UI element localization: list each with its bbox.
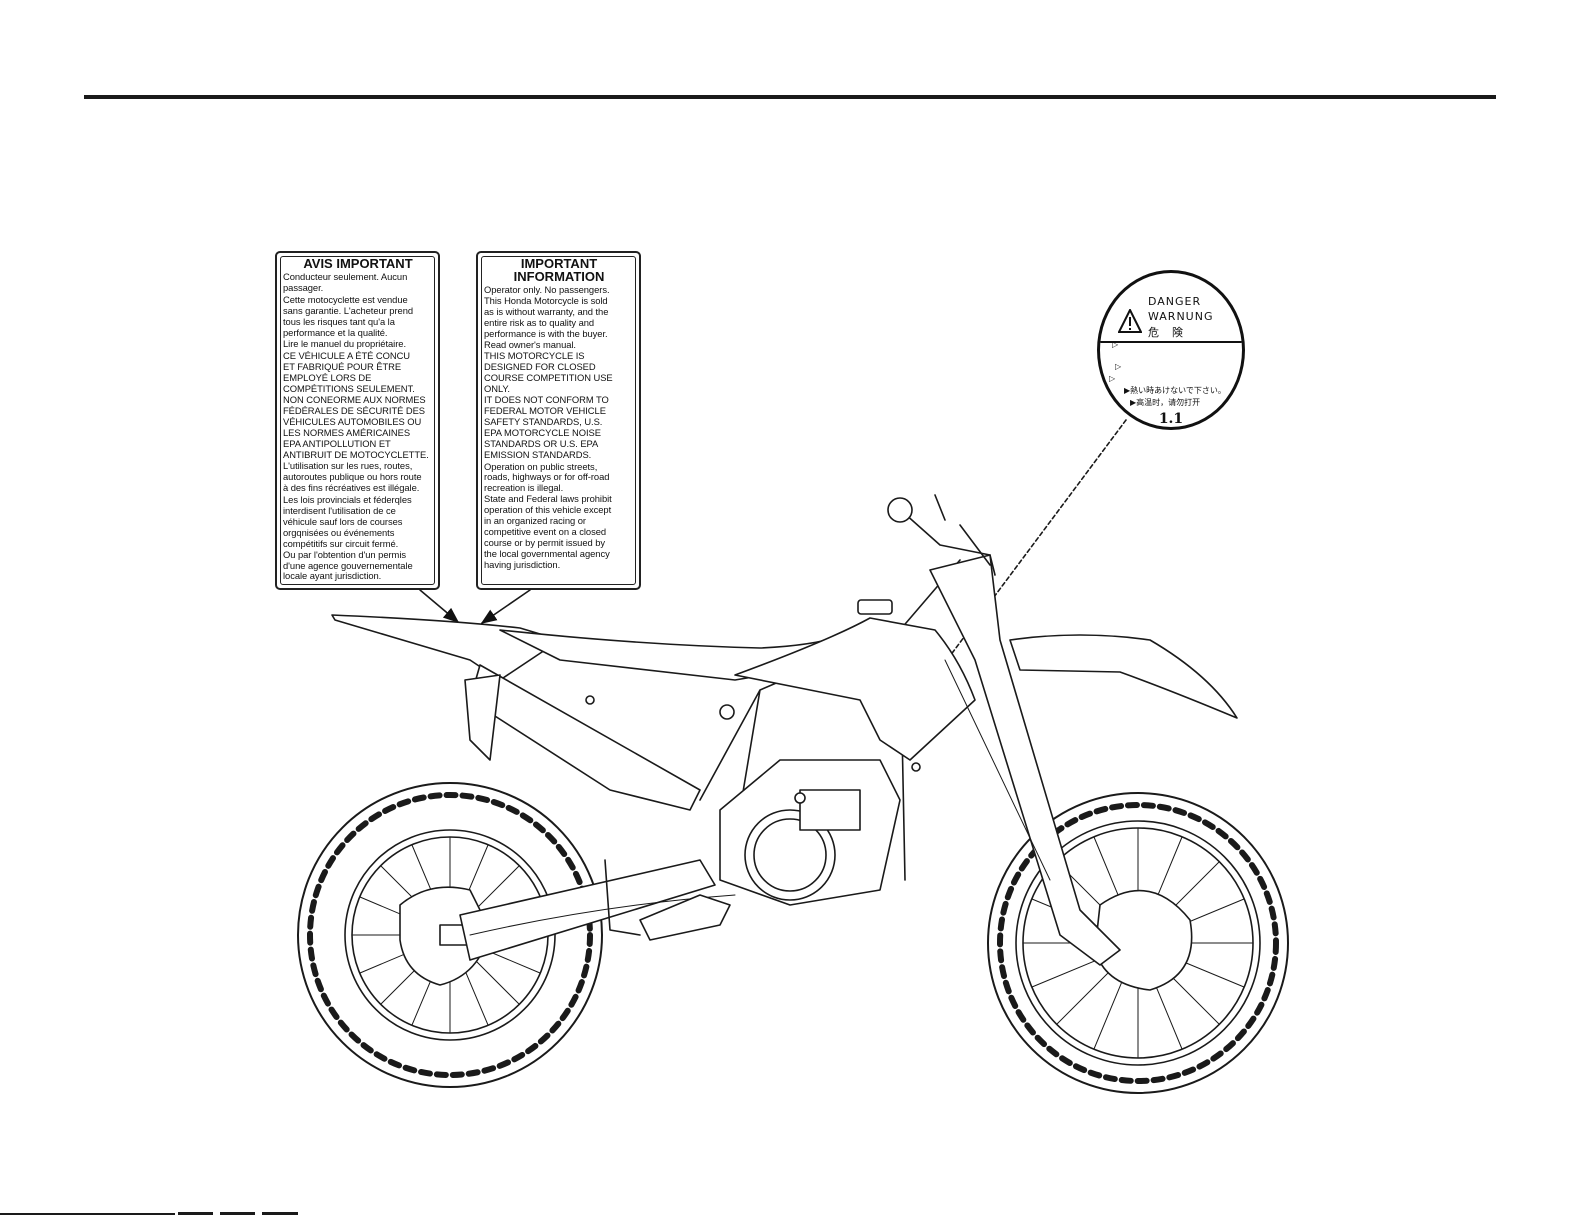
front-fork [929, 554, 1121, 966]
footer-mark [262, 1212, 298, 1215]
muffler [464, 674, 501, 761]
swingarm [459, 859, 716, 961]
label-paragraph: Conducteur seulement. Aucun passager. [283, 271, 408, 293]
handlebar-grip [887, 497, 913, 523]
leader-arrow [480, 589, 531, 624]
label-title: AVIS IMPORTANT [303, 256, 413, 271]
japanese-danger-word: 危 険 [1148, 326, 1184, 339]
side-number-plate [469, 664, 701, 811]
danger-word: DANGER [1148, 295, 1202, 308]
label-important-information: IMPORTANT INFORMATION Operator only. No … [476, 251, 641, 590]
danger-label: DANGER WARNUNG 危 険 ▷ ▷ ▷ ▶熱い時あけないで下さい。 ▶… [1097, 270, 1245, 430]
rear-wheel [297, 782, 603, 1088]
fuel-cap [857, 599, 893, 615]
label-paragraph: Cette motocyclette est vendue sans garan… [283, 293, 414, 338]
label-title: IMPORTANT INFORMATION [513, 256, 605, 284]
label-paragraph: Operator only. No passengers. This Honda… [484, 284, 610, 350]
label-paragraph: Operation on public streets, roads, high… [484, 460, 612, 570]
radiator-shroud [734, 617, 976, 761]
label-paragraph: CE VÉHICULE A ÉTÉ CONCU ET FABRIQUÉ POUR… [283, 350, 429, 460]
right-pointer-icon: ▶ [1130, 398, 1137, 407]
caution-text-ja: 熱い時あけないで下さい。 [1130, 386, 1226, 395]
danger-header: DANGER WARNUNG 危 険 [1100, 273, 1242, 343]
footer-mark [220, 1212, 255, 1215]
warnung-word: WARNUNG [1148, 310, 1214, 323]
front-fender [1009, 634, 1238, 719]
leader-arrow [419, 589, 460, 624]
right-pointer-icon: ▷ [1112, 340, 1119, 349]
label-code: 1.1 [1158, 411, 1184, 427]
label-paragraph: Les lois provincials et féderqles interd… [283, 494, 413, 582]
label-paragraph: L'utilisation sur les rues, routes, auto… [283, 460, 422, 494]
engine [719, 759, 901, 906]
front-wheel [987, 792, 1289, 1094]
caution-text-zh: 高温时，请勿打开 [1136, 398, 1201, 407]
label-paragraph: Lire le manuel du propriétaire. [283, 338, 406, 350]
caution-line-zh: ▶高温时，请勿打开 [1130, 397, 1200, 408]
label-paragraph: THIS MOTORCYCLE IS DESIGNED FOR CLOSED C… [484, 350, 613, 460]
footer-rule [0, 1213, 175, 1215]
right-pointer-icon: ▶ [1124, 386, 1131, 395]
warning-triangle-icon [1118, 309, 1142, 333]
rear-fender [331, 614, 561, 681]
right-pointer-icon: ▷ [1115, 362, 1122, 371]
footpeg [639, 894, 731, 941]
caution-line-ja: ▶熱い時あけないで下さい。 [1124, 385, 1226, 396]
label-avis-important: AVIS IMPORTANT Conducteur seulement. Auc… [275, 251, 440, 590]
header-rule [84, 95, 1496, 99]
footer-mark [178, 1212, 213, 1215]
right-pointer-icon: ▷ [1109, 374, 1116, 383]
